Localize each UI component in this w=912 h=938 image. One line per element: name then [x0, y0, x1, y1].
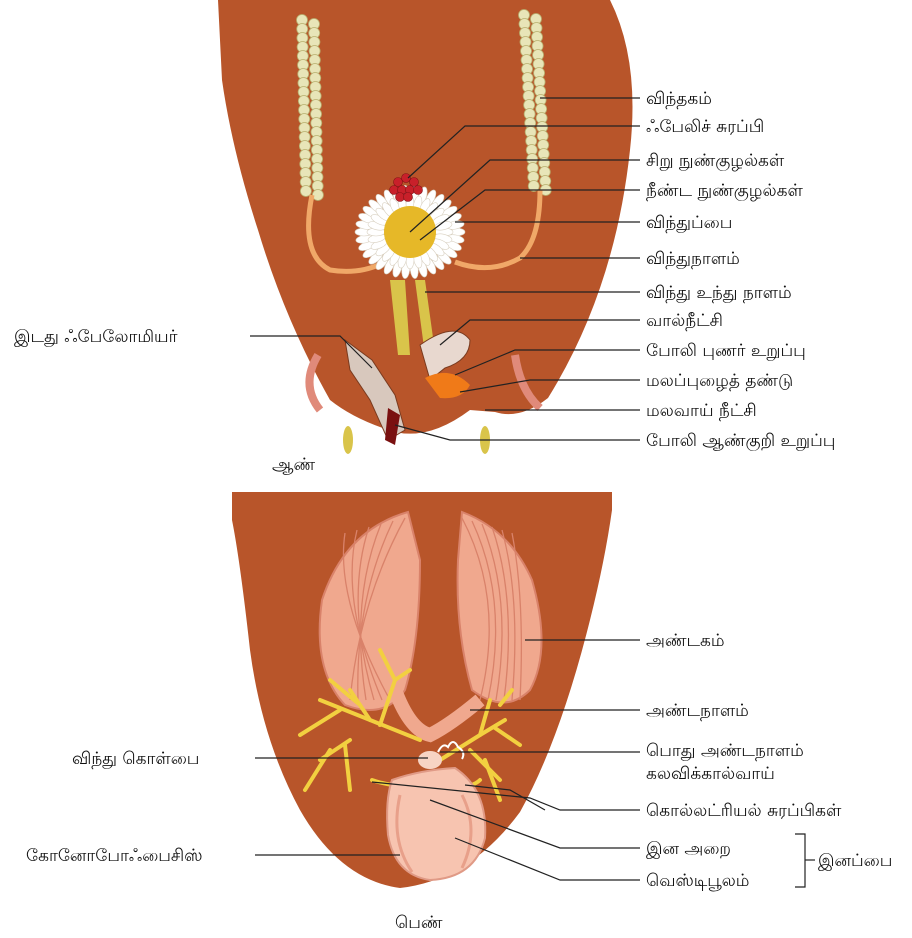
- label-pseudopenis: போலி புணர் உறுப்பு: [646, 341, 806, 361]
- label-phallic-gland: ஃபேலிச் சுரப்பி: [646, 117, 764, 137]
- label-spermatheca: விந்து கொள்பை: [72, 749, 199, 769]
- phallic-gland-lobe: [394, 178, 403, 187]
- phallic-gland-lobe: [402, 174, 411, 183]
- label-oviduct: அண்டநாளம்: [646, 701, 749, 721]
- phallic-gland-lobe: [396, 193, 405, 202]
- label-titillator: வால்நீட்சி: [646, 311, 723, 331]
- caption-female: பெண்: [395, 913, 443, 933]
- label-short-tubules: சிறு நுண்குழல்கள்: [646, 151, 785, 171]
- label-long-tubules: நீண்ட நுண்குழல்கள்: [646, 181, 803, 201]
- label-vestibulum: வெஸ்டிபூலம்: [646, 871, 749, 891]
- label-genital-pouch: இனப்பை: [818, 851, 892, 871]
- label-left-phallomere: இடது ஃபேலோமியர்: [14, 327, 178, 347]
- male-diagram: [218, 0, 633, 454]
- label-colleterial-glands: கொல்லட்ரியல் சுரப்பிகள்: [646, 801, 842, 821]
- label-ovary: அண்டகம்: [646, 631, 725, 651]
- label-genital-chamber: இன அறை: [646, 839, 731, 859]
- label-gonapophysis: கோனோபோஃபைசிஸ்: [26, 846, 203, 866]
- phallic-gland-lobe: [410, 178, 419, 187]
- spermatheca: [418, 751, 442, 769]
- label-vas-deferens: விந்துநாளம்: [646, 249, 740, 269]
- label-ejaculatory-duct: விந்து உந்து நாளம்: [646, 283, 792, 303]
- cercus-tip-left: [343, 426, 353, 454]
- label-anal-style: மலப்புழைத் தண்டு: [646, 371, 793, 391]
- label-seminal-vesicle: விந்துப்பை: [646, 213, 732, 233]
- label-false-penis: போலி ஆண்குறி உறுப்பு: [646, 431, 835, 451]
- testis-follicle: [312, 190, 323, 201]
- phallic-gland-lobe: [414, 186, 423, 195]
- caption-male: ஆண்: [272, 455, 315, 475]
- label-vagina: கலவிக்கால்வாய்: [646, 764, 775, 784]
- label-anal-cercus: மலவாய் நீட்சி: [646, 401, 757, 421]
- label-common-oviduct: பொது அண்டநாளம்: [646, 741, 804, 761]
- label-testis: விந்தகம்: [646, 89, 712, 109]
- female-diagram: [232, 492, 612, 888]
- phallic-gland-lobe: [404, 193, 413, 202]
